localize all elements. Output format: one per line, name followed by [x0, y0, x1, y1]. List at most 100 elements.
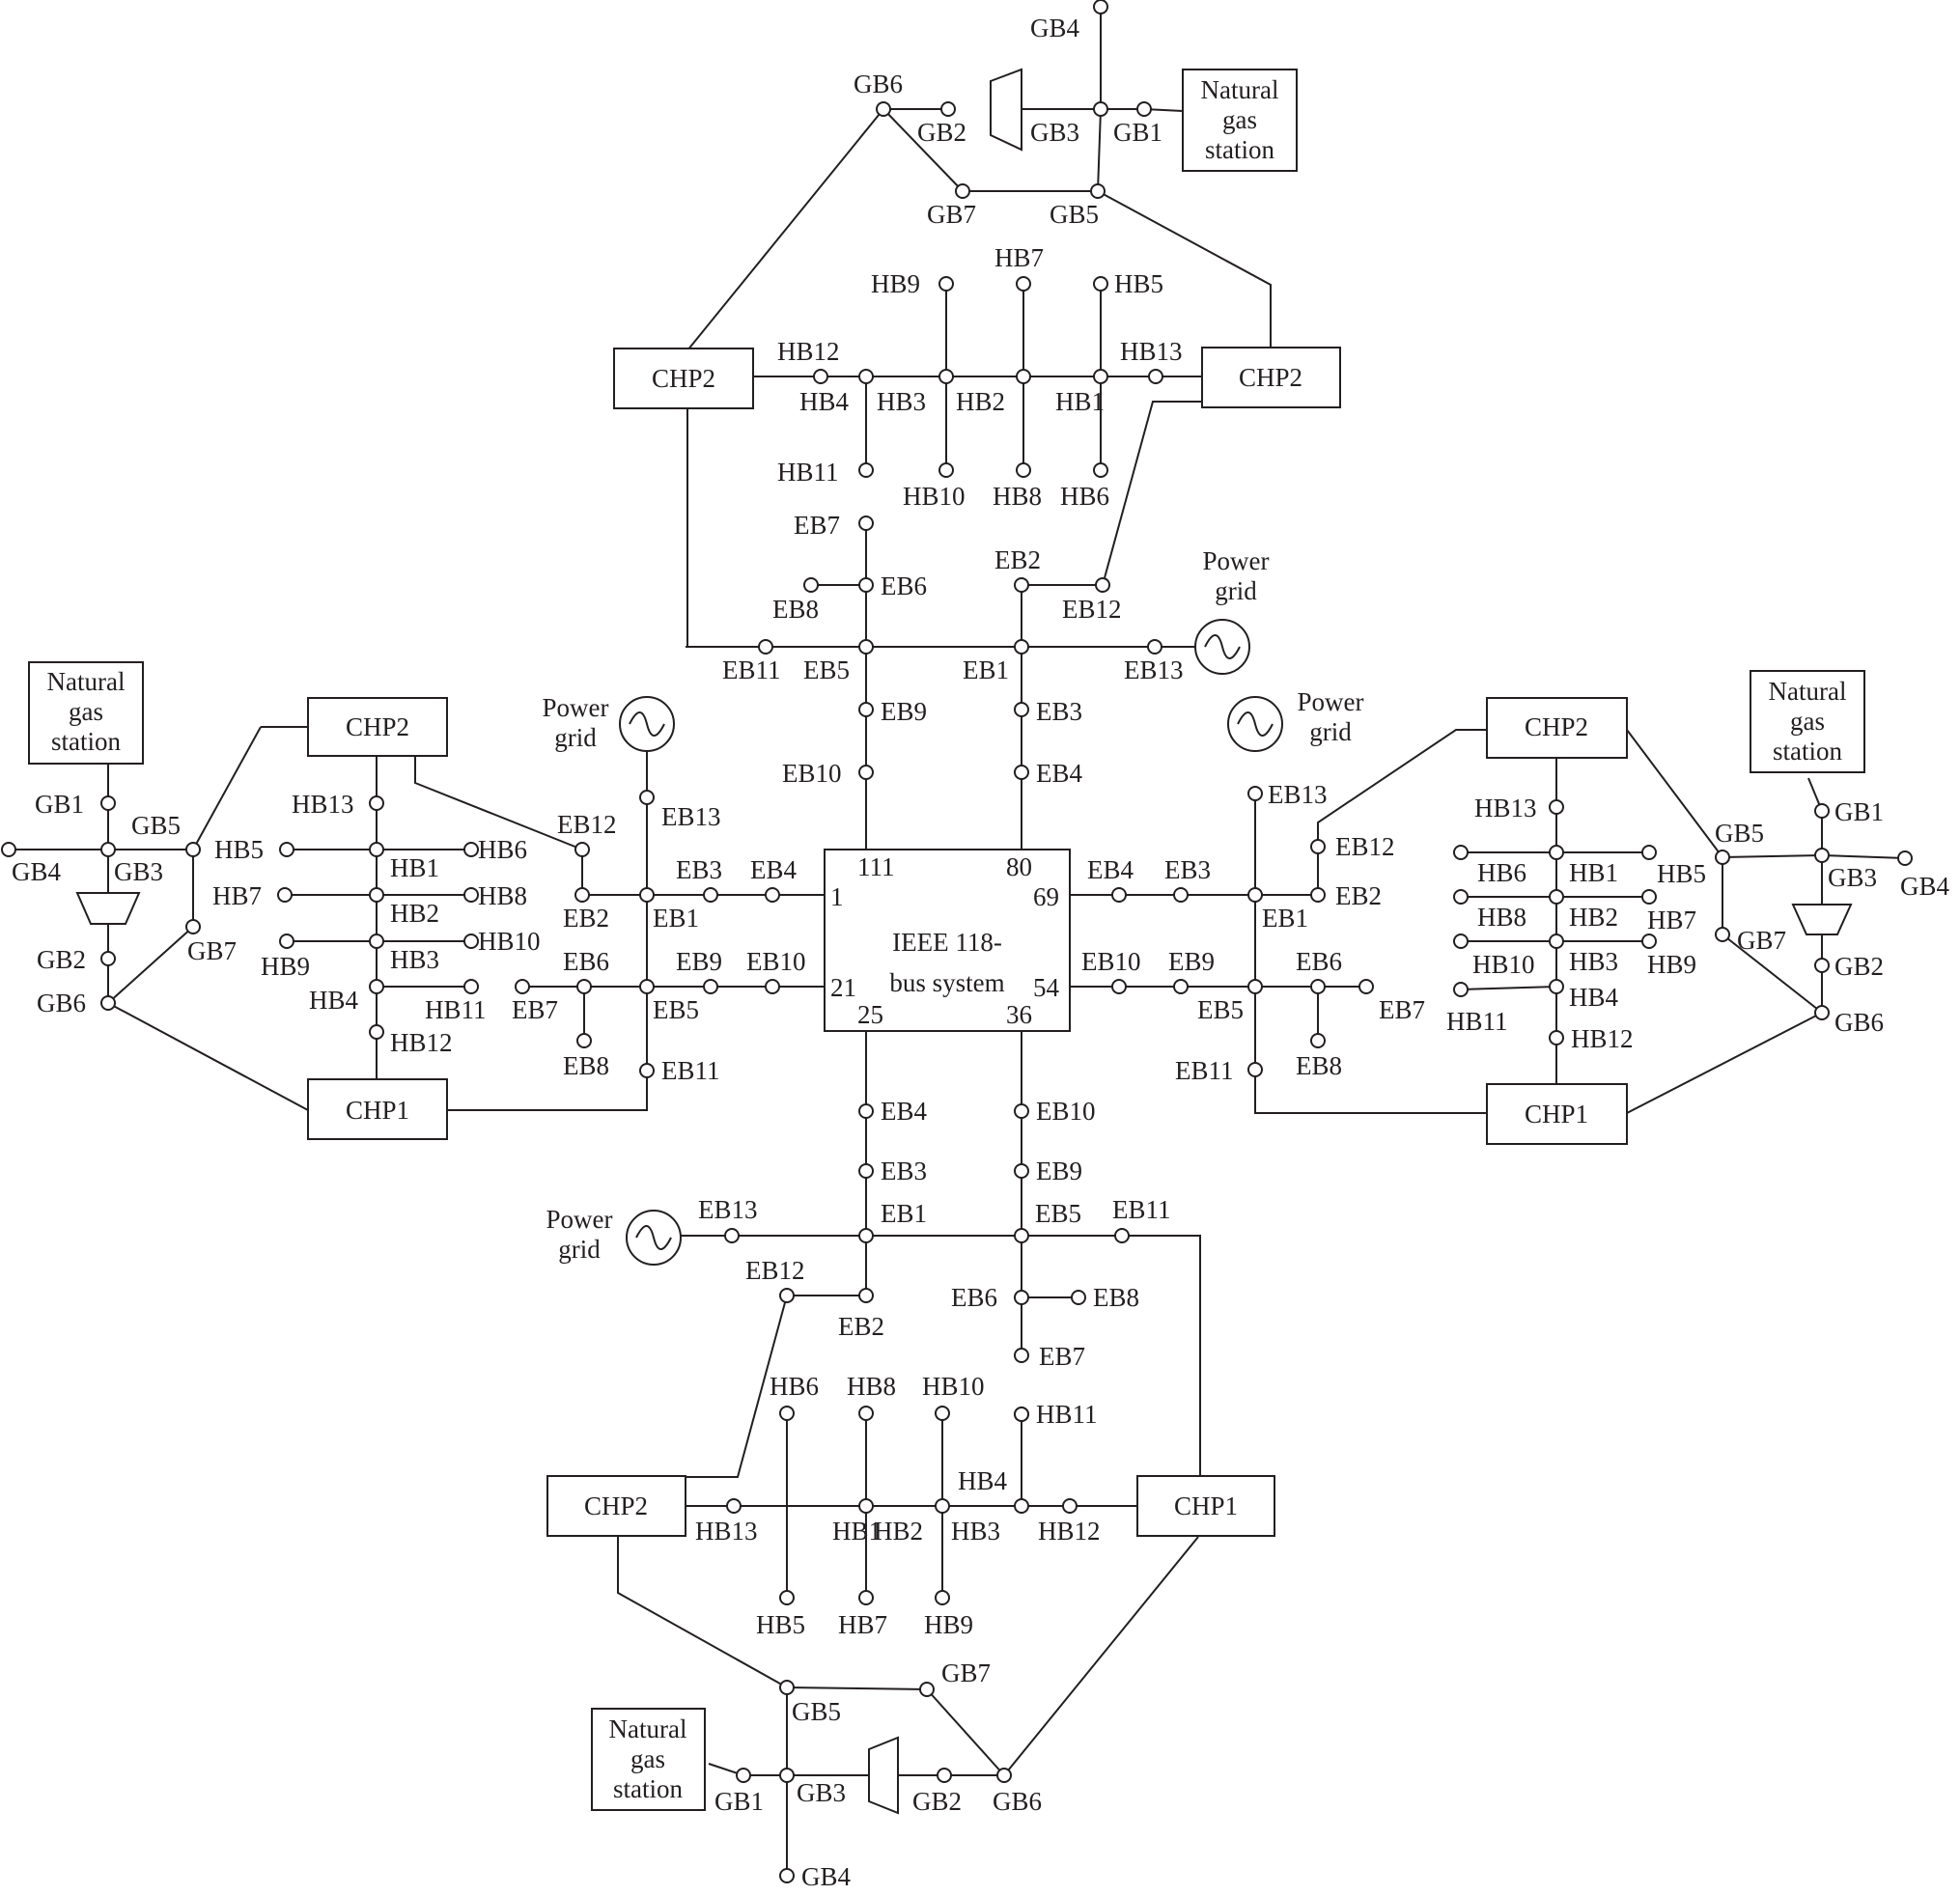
left-eb9-node — [703, 979, 718, 994]
right-eb7-label: EB7 — [1379, 995, 1425, 1024]
bottom-eb7-node — [1014, 1348, 1029, 1363]
left-hb8-label: HB8 — [478, 881, 527, 910]
right-gas-station-line1: Natural — [1769, 677, 1847, 706]
right-eb1-label: EB1 — [1262, 904, 1308, 933]
left-eb5-node — [639, 979, 655, 994]
right-power-grid-line1: Power — [1298, 687, 1364, 716]
bottom-eb6-node — [1014, 1290, 1029, 1305]
bottom-eb7-label: EB7 — [1039, 1342, 1085, 1371]
right-eb5-node — [1247, 979, 1263, 994]
top-gb3-label: GB3 — [1030, 118, 1079, 147]
bottom-gb6-label: GB6 — [993, 1787, 1042, 1816]
top-gb6-node — [876, 101, 891, 117]
right-gas-station-line2: gas — [1790, 707, 1825, 736]
left-hb7-node — [277, 887, 293, 903]
right-hb4-label: HB4 — [1569, 983, 1619, 1012]
bottom-gb1-node — [736, 1768, 751, 1783]
right-hb10-label: HB10 — [1472, 950, 1535, 979]
right-gas-station-line3: station — [1773, 737, 1842, 766]
bottom-gb1-label: GB1 — [714, 1787, 764, 1816]
bottom-hb11-label: HB11 — [1036, 1400, 1098, 1429]
bottom-hb7-node — [858, 1590, 874, 1605]
bottom-hb8-label: HB8 — [847, 1372, 896, 1401]
left-gb5-label: GB5 — [131, 811, 181, 840]
left-hb6-node — [463, 842, 479, 857]
bottom-hb6-label: HB6 — [770, 1372, 819, 1401]
left-hb4-label: HB4 — [309, 986, 359, 1015]
left-eb12-label: EB12 — [557, 810, 617, 839]
bottom-gb5-label: GB5 — [792, 1697, 841, 1726]
left-hb9-node — [279, 934, 294, 949]
bottom-power-grid-line1: Power — [546, 1205, 613, 1234]
top-hb4-label: HB4 — [799, 387, 850, 416]
right-eb6-node — [1310, 979, 1326, 994]
right-gb7-label: GB7 — [1737, 926, 1786, 955]
top-eb8-label: EB8 — [772, 595, 819, 624]
top-eb8-node — [803, 577, 819, 593]
right-hb11-node — [1453, 982, 1469, 997]
right-eb9-node — [1173, 979, 1189, 994]
top-gb4-node — [1093, 0, 1108, 14]
top-hb7-label: HB7 — [994, 243, 1044, 272]
top-eb10-label: EB10 — [782, 759, 842, 788]
right-hb10-node — [1453, 934, 1469, 949]
top-hb9-node — [938, 276, 954, 292]
right-hb8-label: HB8 — [1477, 903, 1526, 932]
left-power-grid-line1: Power — [543, 693, 609, 722]
right-gb6-node — [1814, 1005, 1830, 1020]
top-hb6-node — [1093, 462, 1108, 478]
bottom-eb6-label: EB6 — [951, 1283, 997, 1312]
bottom-gb3-label: GB3 — [797, 1778, 846, 1807]
right-power-grid-line2: grid — [1309, 717, 1352, 746]
bottom-eb8-label: EB8 — [1093, 1283, 1139, 1312]
right-eb13-node — [1247, 786, 1263, 801]
bottom-eb1-label: EB1 — [881, 1199, 927, 1228]
bottom-eb1-node — [858, 1228, 874, 1243]
bottom-eb10-node — [1014, 1103, 1029, 1119]
bottom-eb3-label: EB3 — [881, 1157, 927, 1185]
bottom-hb3-label: HB3 — [951, 1517, 1000, 1546]
bottom-eb5-label: EB5 — [1035, 1199, 1081, 1228]
right-gb4-label: GB4 — [1900, 872, 1950, 901]
right-hb6-label: HB6 — [1477, 858, 1526, 887]
bottom-hb2-node — [935, 1498, 950, 1514]
top-gb6-label: GB6 — [854, 70, 903, 98]
left-gas-station-line3: station — [51, 727, 121, 756]
bottom-eb10-label: EB10 — [1036, 1097, 1096, 1126]
right-eb2-label: EB2 — [1335, 881, 1382, 910]
left-hb3-node — [369, 934, 384, 949]
bottom-gb6-node — [996, 1768, 1012, 1783]
right-eb11-label: EB11 — [1175, 1056, 1234, 1085]
top-hb11-node — [858, 462, 874, 478]
right-chp2-label: CHP2 — [1525, 712, 1588, 741]
bottom-eb13-node — [724, 1228, 740, 1243]
bottom-eb5-node — [1014, 1228, 1029, 1243]
right-hb4-node — [1549, 979, 1564, 994]
right-gb1-label: GB1 — [1834, 797, 1884, 826]
left-eb3-node — [703, 887, 718, 903]
top-hb13-label: HB13 — [1120, 337, 1183, 366]
right-gb2-node — [1814, 958, 1830, 973]
right-hb7-node — [1641, 889, 1657, 905]
left-gb2-label: GB2 — [37, 945, 86, 974]
left-eb7-label: EB7 — [512, 995, 558, 1024]
top-eb9-label: EB9 — [881, 697, 927, 726]
top-gb5-label: GB5 — [1050, 200, 1099, 229]
right-gb5-node — [1715, 850, 1730, 865]
right-gb2-label: GB2 — [1834, 952, 1884, 981]
left-eb1-label: EB1 — [653, 904, 699, 933]
top-eb10-node — [858, 765, 874, 780]
bottom-eb12-node — [779, 1288, 795, 1303]
left-gb7-node — [185, 919, 201, 934]
left-hb1-node — [369, 842, 384, 857]
right-eb2-node — [1310, 887, 1326, 903]
bottom-hb13-label: HB13 — [695, 1517, 758, 1546]
left-gb1-label: GB1 — [35, 790, 84, 819]
right-gb1-node — [1814, 803, 1830, 819]
right-eb8-node — [1310, 1033, 1326, 1048]
right-gb3-node — [1814, 848, 1830, 863]
bottom-gas-station-line2: gas — [630, 1744, 665, 1773]
top-eb12-label: EB12 — [1062, 595, 1122, 624]
bottom-hb1-node — [858, 1498, 874, 1514]
right-hb1-label: HB1 — [1569, 858, 1618, 887]
